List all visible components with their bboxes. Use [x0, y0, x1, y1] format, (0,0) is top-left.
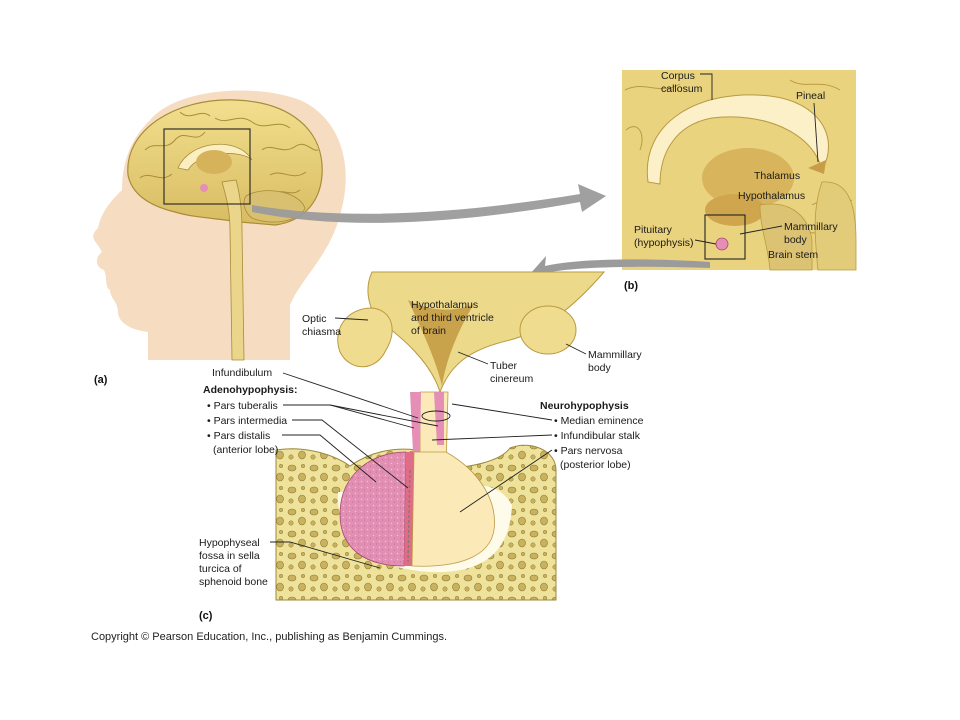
label-pituitary-1: Pituitary: [634, 224, 673, 236]
hypothalamus-b: [705, 194, 765, 226]
cerebellum-b: [814, 181, 857, 271]
label-hypothalamus: Hypothalamus: [738, 190, 805, 202]
label-adeno-1: • Pars tuberalis: [207, 400, 278, 412]
label-adeno-3: • Pars distalis: [207, 430, 270, 442]
panel-c-labels: Optic chiasma Hypothalamus and third ven…: [199, 299, 644, 588]
label-pituitary-2: (hypophysis): [634, 237, 694, 249]
pars-tuberalis-right: [434, 392, 444, 445]
copyright-notice: Copyright © Pearson Education, Inc., pub…: [91, 631, 447, 643]
label-neuro-title: Neurohypophysis: [540, 400, 629, 412]
pituitary-b: [715, 237, 729, 251]
intermediate-line: [407, 469, 411, 563]
label-fossa-1: Hypophyseal: [199, 537, 260, 549]
pars-nervosa: [411, 451, 495, 567]
thalamus-a: [196, 150, 232, 174]
label-adeno-4: (anterior lobe): [213, 444, 278, 456]
label-mammillary-c-2: body: [588, 362, 612, 374]
pituitary-a: [200, 184, 208, 192]
label-mammillary-2: body: [784, 234, 808, 246]
panel-a-head-illustration: [93, 90, 606, 361]
label-hypothal-2: and third ventricle: [411, 312, 494, 324]
zoom-box-a: [163, 128, 251, 205]
mammillary-body-c: [519, 305, 577, 355]
label-fossa-3: turcica of: [199, 563, 242, 575]
label-hypothal-1: Hypothalamus: [411, 299, 478, 311]
panel-b-label: (b): [624, 280, 638, 292]
panel-c-label: (c): [199, 610, 213, 622]
label-corpus-callosum-1: Corpus: [661, 70, 695, 82]
brainstem-spinal-cord: [221, 179, 245, 361]
panel-b-detail: [622, 70, 857, 271]
label-neuro-3: • Pars nervosa: [554, 445, 623, 457]
panel-c-detail: [275, 271, 606, 601]
label-fossa-2: fossa in sella: [199, 550, 260, 562]
brainstem-b: [759, 203, 813, 271]
pineal-b: [808, 160, 826, 174]
label-mammillary-c-1: Mammillary: [588, 349, 642, 361]
label-hypothal-3: of brain: [411, 325, 446, 337]
label-mammillary-1: Mammillary: [784, 221, 838, 233]
pars-intermedia: [404, 452, 414, 566]
label-adeno-title: Adenohypophysis:: [203, 384, 298, 396]
zoom-arrow-a-to-b: [252, 184, 606, 223]
label-pineal: Pineal: [796, 90, 825, 102]
zoom-box-b: [704, 214, 746, 260]
label-neuro-2: • Infundibular stalk: [554, 430, 641, 442]
label-tuber-1: Tuber: [490, 360, 518, 372]
pars-distalis: [339, 451, 407, 567]
label-fossa-4: sphenoid bone: [199, 576, 268, 588]
zoom-arrow-b-to-c: [530, 256, 710, 282]
label-infundibulum: Infundibulum: [212, 367, 272, 379]
label-neuro-4: (posterior lobe): [560, 459, 631, 471]
label-optic-1: Optic: [302, 313, 327, 325]
panel-a-label: (a): [94, 374, 108, 386]
third-ventricle: [408, 300, 474, 386]
label-brain-stem: Brain stem: [768, 249, 818, 261]
label-thalamus: Thalamus: [754, 170, 800, 182]
panel-b-labels: Corpus callosum Pineal Thalamus Hypothal…: [634, 70, 838, 261]
label-tuber-2: cinereum: [490, 373, 533, 385]
thalamus-b: [702, 148, 794, 208]
label-adeno-2: • Pars intermedia: [207, 415, 287, 427]
label-neuro-1: • Median eminence: [554, 415, 644, 427]
optic-chiasma-c: [337, 307, 393, 368]
label-corpus-callosum-2: callosum: [661, 83, 703, 95]
label-optic-2: chiasma: [302, 326, 341, 338]
